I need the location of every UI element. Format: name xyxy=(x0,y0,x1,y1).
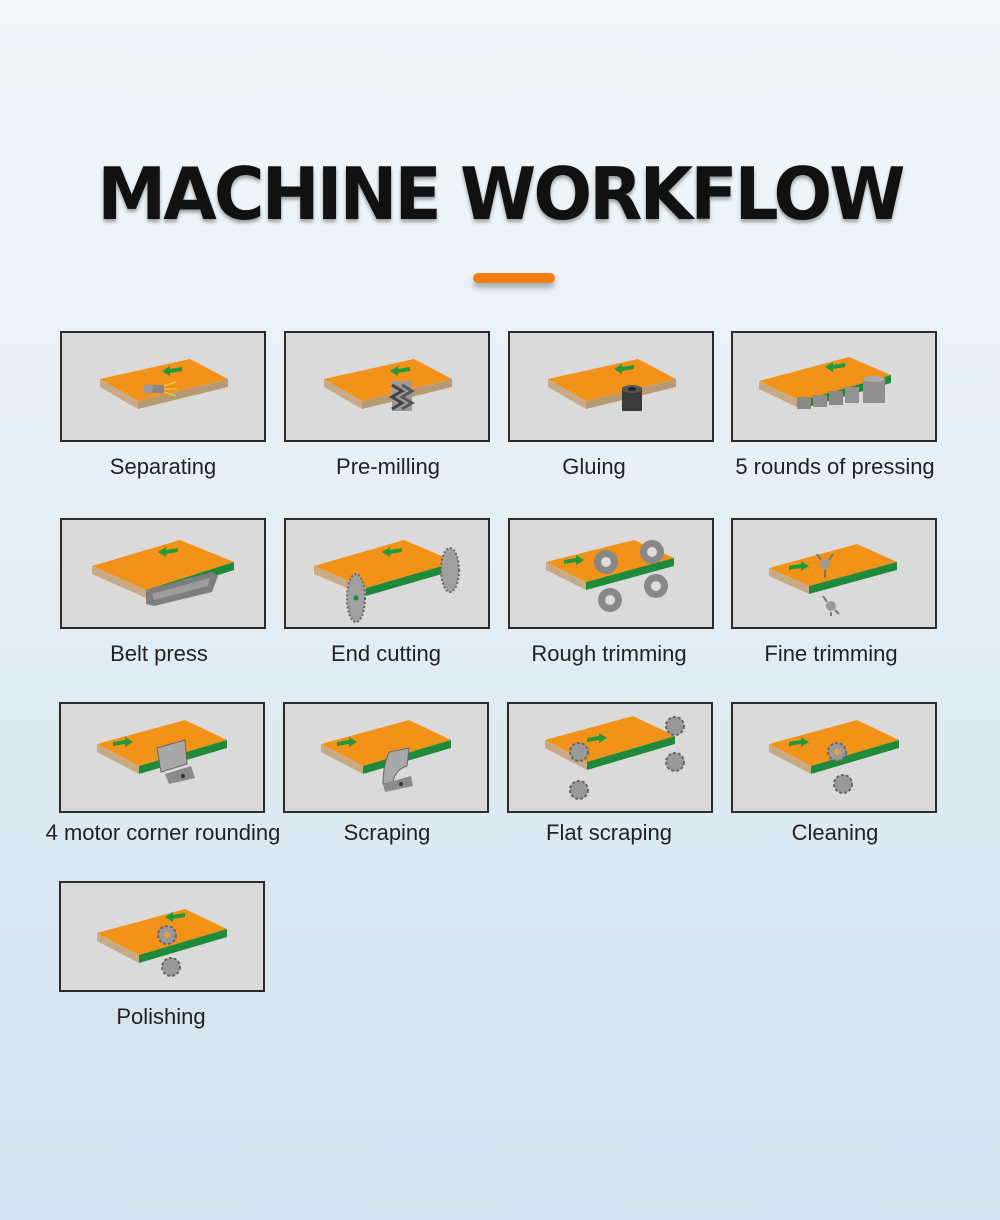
saw-blade-icon xyxy=(314,540,460,623)
step-label: Polishing xyxy=(116,1004,206,1029)
step-label: 5 rounds of pressing xyxy=(735,454,935,479)
step-card-pressing xyxy=(731,331,937,442)
step-card-gluing xyxy=(508,331,714,442)
step-label: Gluing xyxy=(562,454,626,479)
step-label: Flat scraping xyxy=(546,820,672,845)
cleaning-brush-icon xyxy=(769,720,899,794)
step-card-pre-milling xyxy=(284,331,490,442)
step-label: End cutting xyxy=(330,641,442,666)
spray-nozzle-icon xyxy=(100,359,228,409)
step-card-polishing xyxy=(59,881,265,992)
step-label: Cleaning xyxy=(791,820,879,845)
page-title: MACHINE WORKFLOW xyxy=(97,152,905,236)
trimming-wheels-icon xyxy=(546,540,674,612)
rounding-blade-icon xyxy=(97,720,227,784)
flat-scraper-icon xyxy=(545,716,685,800)
step-card-fine-trimming xyxy=(731,518,937,629)
fine-trim-cutter-icon xyxy=(769,544,897,616)
step-card-rough-trimming xyxy=(508,518,714,629)
step-label: Rough trimming xyxy=(531,641,687,666)
belt-press-icon xyxy=(92,540,234,606)
step-card-separating xyxy=(60,331,266,442)
step-card-flat-scraping xyxy=(507,702,713,813)
step-label: Pre-milling xyxy=(336,454,440,479)
step-label: Fine trimming xyxy=(764,641,898,666)
step-card-end-cutting xyxy=(284,518,490,629)
step-label: 4 motor corner rounding xyxy=(45,820,281,845)
step-card-scraping xyxy=(283,702,489,813)
step-label: Belt press xyxy=(110,641,208,666)
step-card-belt-press xyxy=(60,518,266,629)
step-card-corner-rounding xyxy=(59,702,265,813)
step-label: Scraping xyxy=(343,820,431,845)
step-card-cleaning xyxy=(731,702,937,813)
milling-cutter-icon xyxy=(324,359,452,411)
pressure-rollers-icon xyxy=(759,357,891,409)
step-label: Separating xyxy=(109,454,217,479)
title-accent-bar xyxy=(473,273,555,283)
glue-roller-icon xyxy=(548,359,676,411)
polishing-wheel-icon xyxy=(97,909,227,977)
scraper-icon xyxy=(321,720,451,792)
